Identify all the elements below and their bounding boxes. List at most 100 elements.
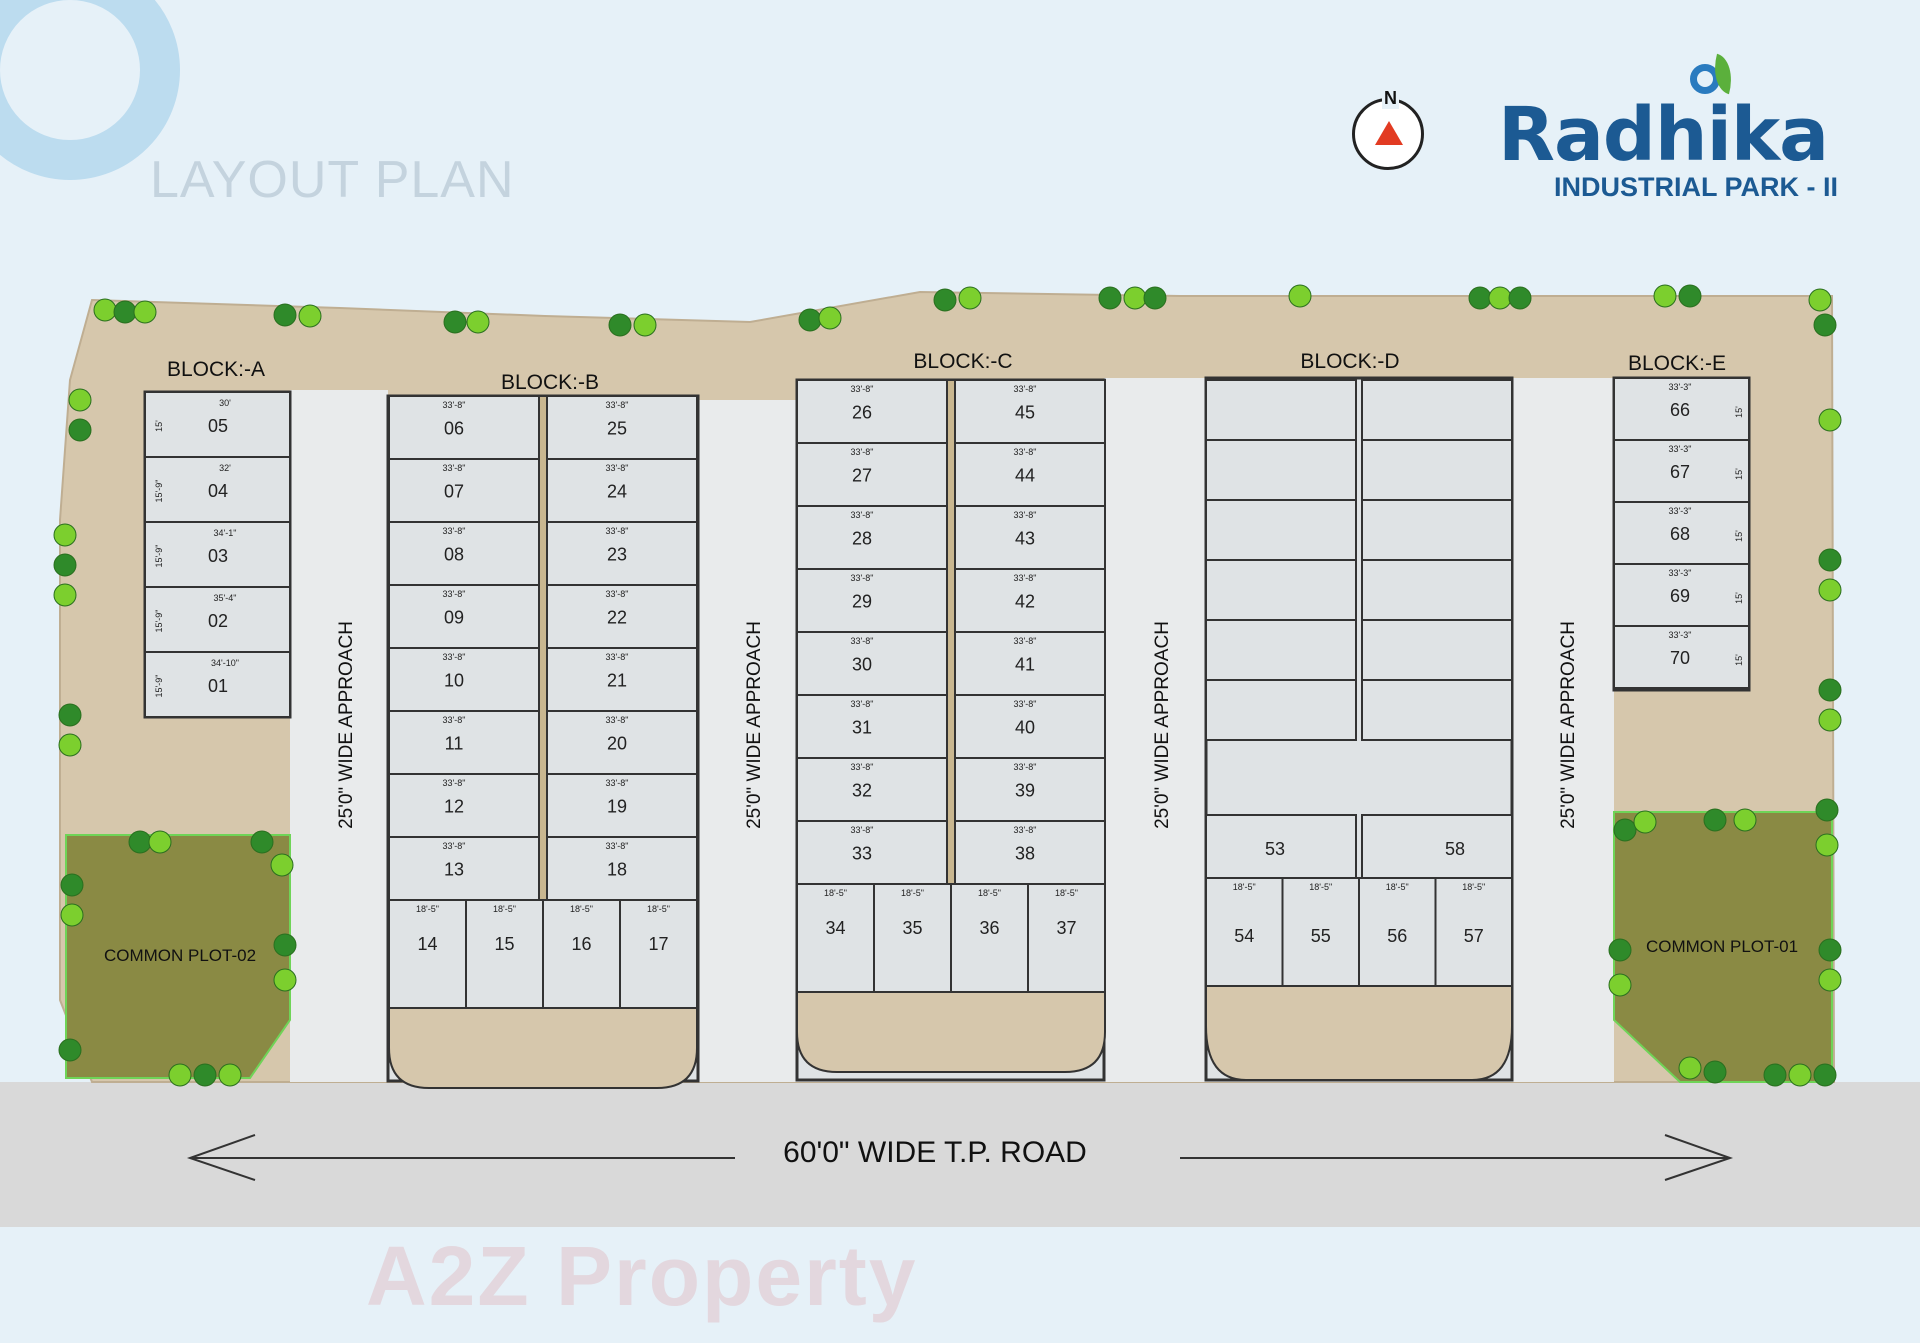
plot-row xyxy=(1361,379,1513,441)
block-frontage-margin xyxy=(796,991,1106,1073)
tree-icon xyxy=(270,853,294,877)
road-arrow-right-icon xyxy=(1664,1134,1734,1181)
approach-label-1: 25'0" WIDE APPROACH xyxy=(336,621,357,829)
tree-icon xyxy=(298,304,322,328)
plot-16 xyxy=(542,899,621,1009)
plot-number-16: 16 xyxy=(571,934,591,954)
plot-width-29: 33'-8" xyxy=(851,573,874,583)
plot-width-20: 33'-8" xyxy=(606,715,629,725)
tree-icon xyxy=(53,583,77,607)
service-lane xyxy=(946,379,956,885)
plot-width-17: 18'-5" xyxy=(647,904,670,914)
plot-depth-70: 15' xyxy=(1734,654,1744,666)
common-plot-01-label: COMMON PLOT-01 xyxy=(1646,937,1798,956)
tree-icon xyxy=(933,288,957,312)
plot-width-35: 18'-5" xyxy=(901,888,924,898)
plot-width-15: 18'-5" xyxy=(493,904,516,914)
block-frontage-margin xyxy=(388,1007,698,1089)
plot-number-40: 40 xyxy=(1015,718,1035,738)
plot-20 xyxy=(546,710,698,775)
plot-number-18: 18 xyxy=(607,860,627,880)
plot-row xyxy=(1205,559,1357,621)
plot-number-58: 58 xyxy=(1445,839,1465,859)
plot-number-02: 02 xyxy=(208,611,228,631)
road-label: 60'0" WIDE T.P. ROAD xyxy=(783,1136,1087,1169)
tree-icon xyxy=(1678,284,1702,308)
plot-number-25: 25 xyxy=(607,419,627,439)
plot-number-04: 04 xyxy=(208,481,228,501)
tree-icon xyxy=(1818,708,1842,732)
plot-number-33: 33 xyxy=(852,844,872,864)
plot-04 xyxy=(144,456,291,523)
block-frontage-margin xyxy=(1205,985,1513,1081)
plot-33 xyxy=(796,820,948,885)
tree-icon xyxy=(1098,286,1122,310)
plot-depth-69: 15' xyxy=(1734,592,1744,604)
tree-icon xyxy=(60,903,84,927)
plot-number-21: 21 xyxy=(607,671,627,691)
block-e-label: BLOCK:-E xyxy=(1628,352,1726,375)
plot-row xyxy=(1361,679,1513,741)
plot-number-26: 26 xyxy=(852,403,872,423)
tree-icon xyxy=(798,308,822,332)
plot-number-45: 45 xyxy=(1015,403,1035,423)
tree-icon xyxy=(60,873,84,897)
plot-width-27: 33'-8" xyxy=(851,447,874,457)
plot-width-67: 33'-3" xyxy=(1669,444,1692,454)
plot-width-39: 33'-8" xyxy=(1014,762,1037,772)
plot-width-38: 33'-8" xyxy=(1014,825,1037,835)
tree-icon xyxy=(1508,286,1532,310)
plot-width-57: 18'-5" xyxy=(1462,882,1485,892)
plot-layer xyxy=(144,377,1750,1089)
plot-number-10: 10 xyxy=(444,671,464,691)
plot-width-04: 32' xyxy=(219,463,231,473)
tree-icon xyxy=(58,1038,82,1062)
tree-icon xyxy=(1288,284,1312,308)
plot-row xyxy=(1361,499,1513,561)
plot-number-43: 43 xyxy=(1015,529,1035,549)
plot-depth-01: 15'-9" xyxy=(154,675,164,698)
tree-icon xyxy=(1815,798,1839,822)
plot-depth-66: 15' xyxy=(1734,406,1744,418)
plot-58 xyxy=(1361,814,1513,879)
tree-icon xyxy=(1653,284,1677,308)
tree-icon xyxy=(1818,548,1842,572)
brand-subtitle: INDUSTRIAL PARK - II xyxy=(1554,172,1839,202)
north-arrow-icon xyxy=(1375,121,1403,145)
plot-number-11: 11 xyxy=(445,734,464,754)
tree-icon xyxy=(68,418,92,442)
plot-number-08: 08 xyxy=(444,545,464,565)
tree-icon xyxy=(633,313,657,337)
tree-icon xyxy=(1703,1060,1727,1084)
plot-depth-03: 15'-9" xyxy=(154,545,164,568)
brand-name: Radhika xyxy=(1498,92,1829,178)
plot-row xyxy=(1205,679,1357,741)
plot-number-53: 53 xyxy=(1265,839,1285,859)
plot-42 xyxy=(954,568,1106,633)
plot-number-06: 06 xyxy=(444,419,464,439)
plot-width-08: 33'-8" xyxy=(443,526,466,536)
plot-number-38: 38 xyxy=(1015,844,1035,864)
plot-number-22: 22 xyxy=(607,608,627,628)
tree-icon xyxy=(1818,678,1842,702)
plot-10 xyxy=(388,647,540,712)
tree-icon xyxy=(1815,833,1839,857)
plot-width-01: 34'-10" xyxy=(211,658,239,668)
plot-number-69: 69 xyxy=(1670,586,1690,606)
plot-width-28: 33'-8" xyxy=(851,510,874,520)
tree-icon xyxy=(133,300,157,324)
plot-35 xyxy=(873,883,952,993)
tree-icon xyxy=(818,306,842,330)
plot-number-24: 24 xyxy=(607,482,627,502)
plot-number-05: 05 xyxy=(208,416,228,436)
plot-number-28: 28 xyxy=(852,529,872,549)
plot-number-14: 14 xyxy=(417,934,437,954)
tree-layer xyxy=(53,284,1842,1087)
plot-number-31: 31 xyxy=(852,718,872,738)
tree-icon xyxy=(1678,1056,1702,1080)
plot-width-23: 33'-8" xyxy=(606,526,629,536)
plot-37 xyxy=(1027,883,1106,993)
tree-icon xyxy=(1818,578,1842,602)
plot-13 xyxy=(388,836,540,901)
